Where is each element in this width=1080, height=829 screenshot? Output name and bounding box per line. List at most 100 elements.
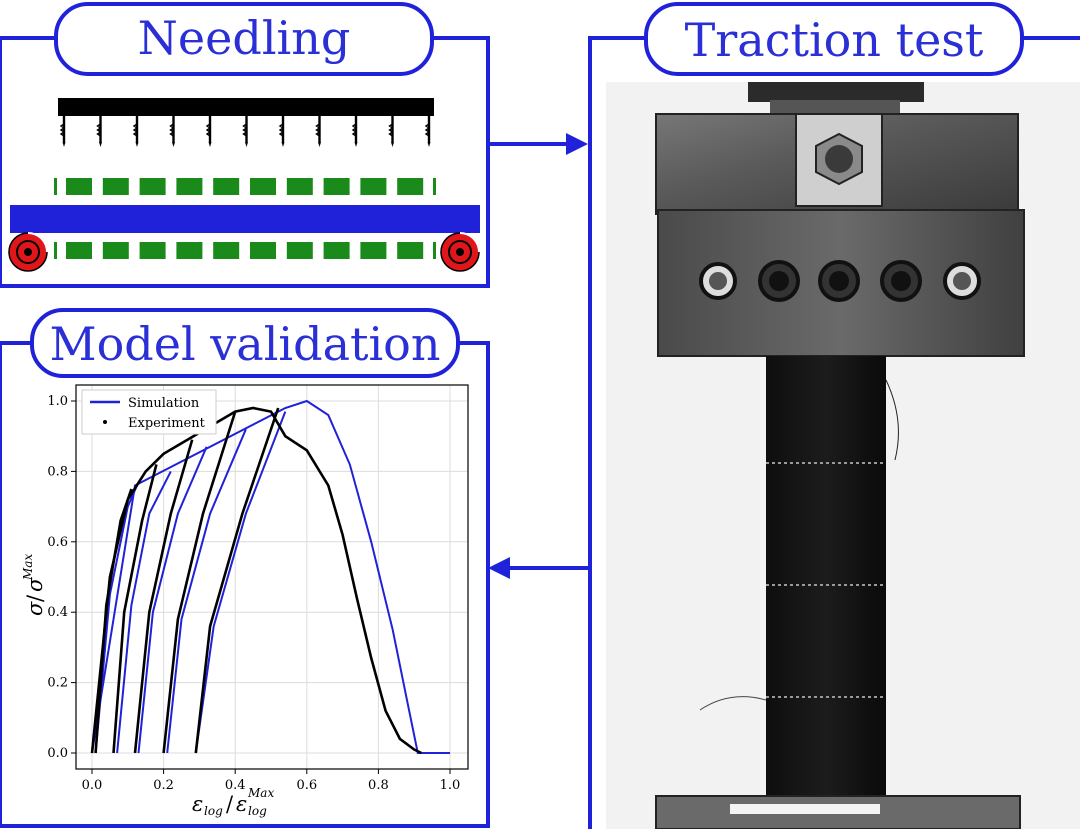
x-tick-label: 0.8 xyxy=(368,778,389,793)
needle-row xyxy=(59,116,431,147)
needle-icon xyxy=(424,116,431,147)
fabric-segment xyxy=(397,242,424,259)
svg-text:ε: ε xyxy=(192,792,203,816)
fabric-segment xyxy=(250,242,276,259)
x-tick-label: 0.2 xyxy=(153,778,174,793)
fabric-segment xyxy=(102,178,129,195)
y-axis-ticks: 0.0 0.2 0.4 0.6 0.8 1.0 xyxy=(47,394,76,761)
fabric-segment xyxy=(250,178,276,195)
fabric-segment xyxy=(397,178,424,195)
fabric-layer-bottom xyxy=(54,242,436,259)
legend-experiment-label: Experiment xyxy=(128,416,206,431)
series-simulation-envelope xyxy=(91,399,450,754)
needle-icon xyxy=(315,116,321,147)
fabric-segment xyxy=(139,178,166,195)
fabric-segment xyxy=(213,242,240,259)
y-tick-label: 0.8 xyxy=(47,464,68,479)
fabric-segment xyxy=(176,242,203,259)
fabric-segment xyxy=(66,242,92,259)
traction-title-pill xyxy=(644,2,1024,76)
fabric-segment xyxy=(176,178,203,195)
needling-panel: Needling xyxy=(0,2,490,288)
legend-simulation-label: Simulation xyxy=(128,396,200,411)
svg-text:/: / xyxy=(23,594,47,602)
legend-experiment-swatch xyxy=(103,420,107,424)
needle-icon xyxy=(205,116,212,147)
chart-series xyxy=(90,399,450,755)
needle-board xyxy=(58,98,434,116)
series-experiment-cycle xyxy=(133,439,194,754)
series-simulation-cycle xyxy=(116,470,172,754)
series-experiment-cycle xyxy=(162,411,237,754)
chart-plot-area xyxy=(75,384,469,770)
x-axis-label: ε log / ε log Max xyxy=(192,786,274,818)
needle-icon xyxy=(388,116,394,147)
svg-text:ε: ε xyxy=(236,792,247,816)
fabric-layer-top xyxy=(54,178,436,195)
fabric-segment xyxy=(323,242,350,259)
series-experiment-envelope xyxy=(90,406,422,755)
series-simulation-cycle xyxy=(137,446,208,754)
fabric-segment xyxy=(102,242,129,259)
y-tick-label: 0.2 xyxy=(47,676,68,691)
series-experiment-cycle xyxy=(194,407,280,754)
series-simulation-cycle xyxy=(194,411,287,754)
y-tick-label: 0.4 xyxy=(47,605,68,620)
y-tick-label: 0.0 xyxy=(47,746,68,761)
y-axis-label: σ / σ Max xyxy=(21,554,47,616)
needle-icon xyxy=(96,116,102,147)
needling-title-pill xyxy=(54,2,434,76)
specimen-strap xyxy=(766,356,886,808)
fabric-segment xyxy=(360,178,387,195)
x-axis-ticks: 0.0 0.2 0.4 0.6 0.8 1.0 xyxy=(82,769,461,793)
chart-legend: Simulation Experiment xyxy=(81,389,217,435)
validation-frame xyxy=(0,341,490,828)
fabric-segment xyxy=(139,242,166,259)
svg-text:log: log xyxy=(248,804,267,818)
roller-right-icon xyxy=(440,232,480,272)
needle-icon xyxy=(169,116,175,147)
fabric-segment xyxy=(66,178,92,195)
x-tick-label: 0.0 xyxy=(82,778,103,793)
roller-left-icon xyxy=(8,232,48,272)
svg-text:Max: Max xyxy=(21,554,35,581)
validation-title: Model validation xyxy=(49,317,440,371)
arrow-left-icon xyxy=(488,557,590,579)
conveyor-belt xyxy=(10,205,480,233)
fabric-segment xyxy=(360,242,387,259)
x-tick-label: 0.4 xyxy=(225,778,246,793)
series-simulation-cycle xyxy=(166,428,247,754)
needle-icon xyxy=(132,116,139,147)
svg-text:log: log xyxy=(204,804,223,818)
fabric-segment xyxy=(323,178,350,195)
y-tick-label: 1.0 xyxy=(47,394,68,409)
fabric-segment xyxy=(213,178,240,195)
needle-icon xyxy=(242,116,248,147)
needle-icon xyxy=(278,116,285,147)
svg-text:σ: σ xyxy=(23,601,47,616)
svg-text:σ: σ xyxy=(23,577,47,592)
fabric-segment xyxy=(286,178,313,195)
x-tick-label: 1.0 xyxy=(440,778,461,793)
bottom-clamp xyxy=(655,795,1021,829)
needle-icon xyxy=(59,116,66,147)
stress-strain-chart: 0.0 0.2 0.4 0.6 0.8 1.0 0.0 0.2 0.4 0.6 0.8 1.0 Si… xyxy=(21,384,469,818)
svg-text:/: / xyxy=(226,792,234,816)
traction-panel: Traction test xyxy=(588,2,1080,829)
arrow-right-icon xyxy=(488,133,588,155)
x-tick-label: 0.6 xyxy=(296,778,317,793)
traction-title: Traction test xyxy=(685,13,984,67)
needling-frame xyxy=(0,36,490,288)
svg-text:Max: Max xyxy=(247,786,274,800)
validation-title-pill xyxy=(30,308,460,378)
traction-photo xyxy=(606,82,1080,829)
fabric-segment xyxy=(286,242,313,259)
y-tick-label: 0.6 xyxy=(47,535,68,550)
needling-machine-illustration xyxy=(8,98,480,272)
needle-icon xyxy=(351,116,358,147)
validation-panel: 0.0 0.2 0.4 0.6 0.8 1.0 0.0 0.2 0.4 0.6 0.8 1.0 Si… xyxy=(0,308,490,828)
needling-title: Needling xyxy=(138,11,351,65)
series-experiment-cycle xyxy=(112,464,158,754)
clamp-holes xyxy=(699,260,981,302)
